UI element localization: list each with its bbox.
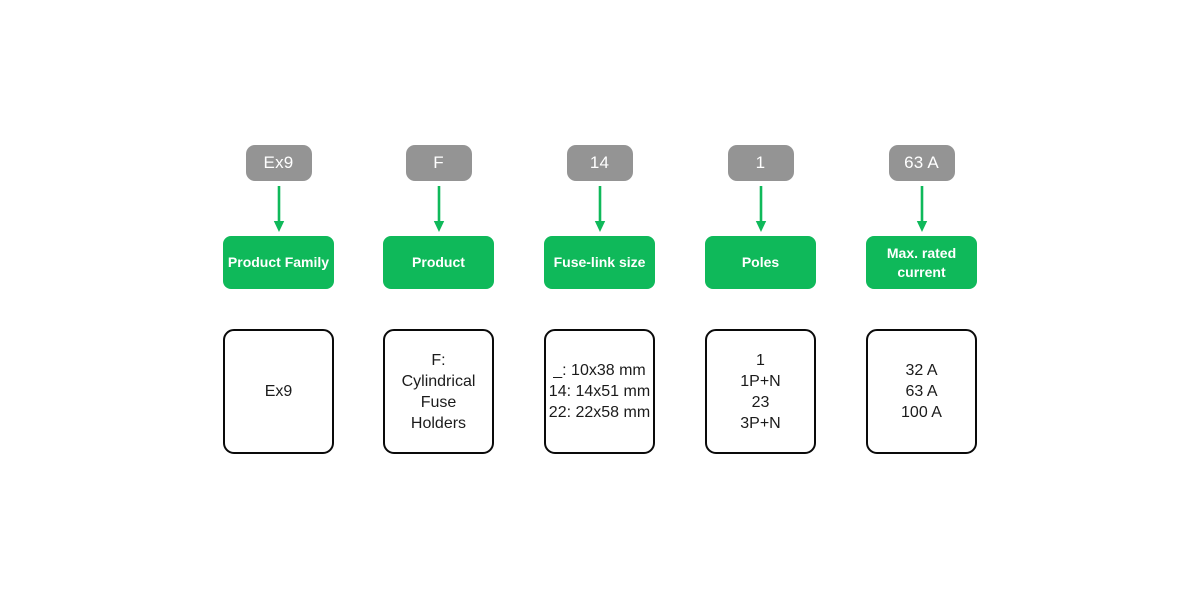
value-options-box: F: Cylindrical Fuse Holders — [383, 329, 494, 454]
code-token-pill[interactable]: F — [405, 145, 472, 181]
category-label-box: Max. rated current — [866, 236, 977, 289]
value-options-text: 1 1P+N 23 3P+N — [740, 351, 781, 432]
down-arrow-icon — [755, 186, 766, 232]
category-label-box: Fuse-link size — [544, 236, 655, 289]
value-options-box: _: 10x38 mm 14: 14x51 mm 22: 22x58 mm — [544, 329, 655, 454]
value-options-text: _: 10x38 mm 14: 14x51 mm 22: 22x58 mm — [548, 362, 651, 421]
category-label-box: Poles — [705, 236, 816, 289]
code-token-pill[interactable]: Ex9 — [245, 145, 312, 181]
code-token-pill[interactable]: 63 A — [888, 145, 955, 181]
value-options-box: 1 1P+N 23 3P+N — [705, 329, 816, 454]
category-label-box: Product — [383, 236, 494, 289]
code-column-product: F Product F: Cylindrical Fuse Holders — [358, 145, 519, 454]
category-label-box: Product Family — [223, 236, 334, 289]
code-token-pill[interactable]: 1 — [727, 145, 794, 181]
code-column-product-family: Ex9 Product Family Ex9 — [198, 145, 359, 454]
down-arrow-icon — [594, 186, 605, 232]
code-column-poles: 1 Poles 1 1P+N 23 3P+N — [680, 145, 841, 454]
down-arrow-icon — [433, 186, 444, 232]
down-arrow-icon — [273, 186, 284, 232]
value-options-text: F: Cylindrical Fuse Holders — [401, 351, 476, 432]
code-column-max-rated-current: 63 A Max. rated current 32 A 63 A 100 A — [841, 145, 1002, 454]
code-column-fuse-link-size: 14 Fuse-link size _: 10x38 mm 14: 14x51 … — [519, 145, 680, 454]
value-options-box: Ex9 — [223, 329, 334, 454]
value-options-box: 32 A 63 A 100 A — [866, 329, 977, 454]
down-arrow-icon — [916, 186, 927, 232]
value-options-text: 32 A 63 A 100 A — [901, 362, 942, 421]
value-options-text: Ex9 — [264, 383, 293, 400]
code-token-pill[interactable]: 14 — [566, 145, 633, 181]
